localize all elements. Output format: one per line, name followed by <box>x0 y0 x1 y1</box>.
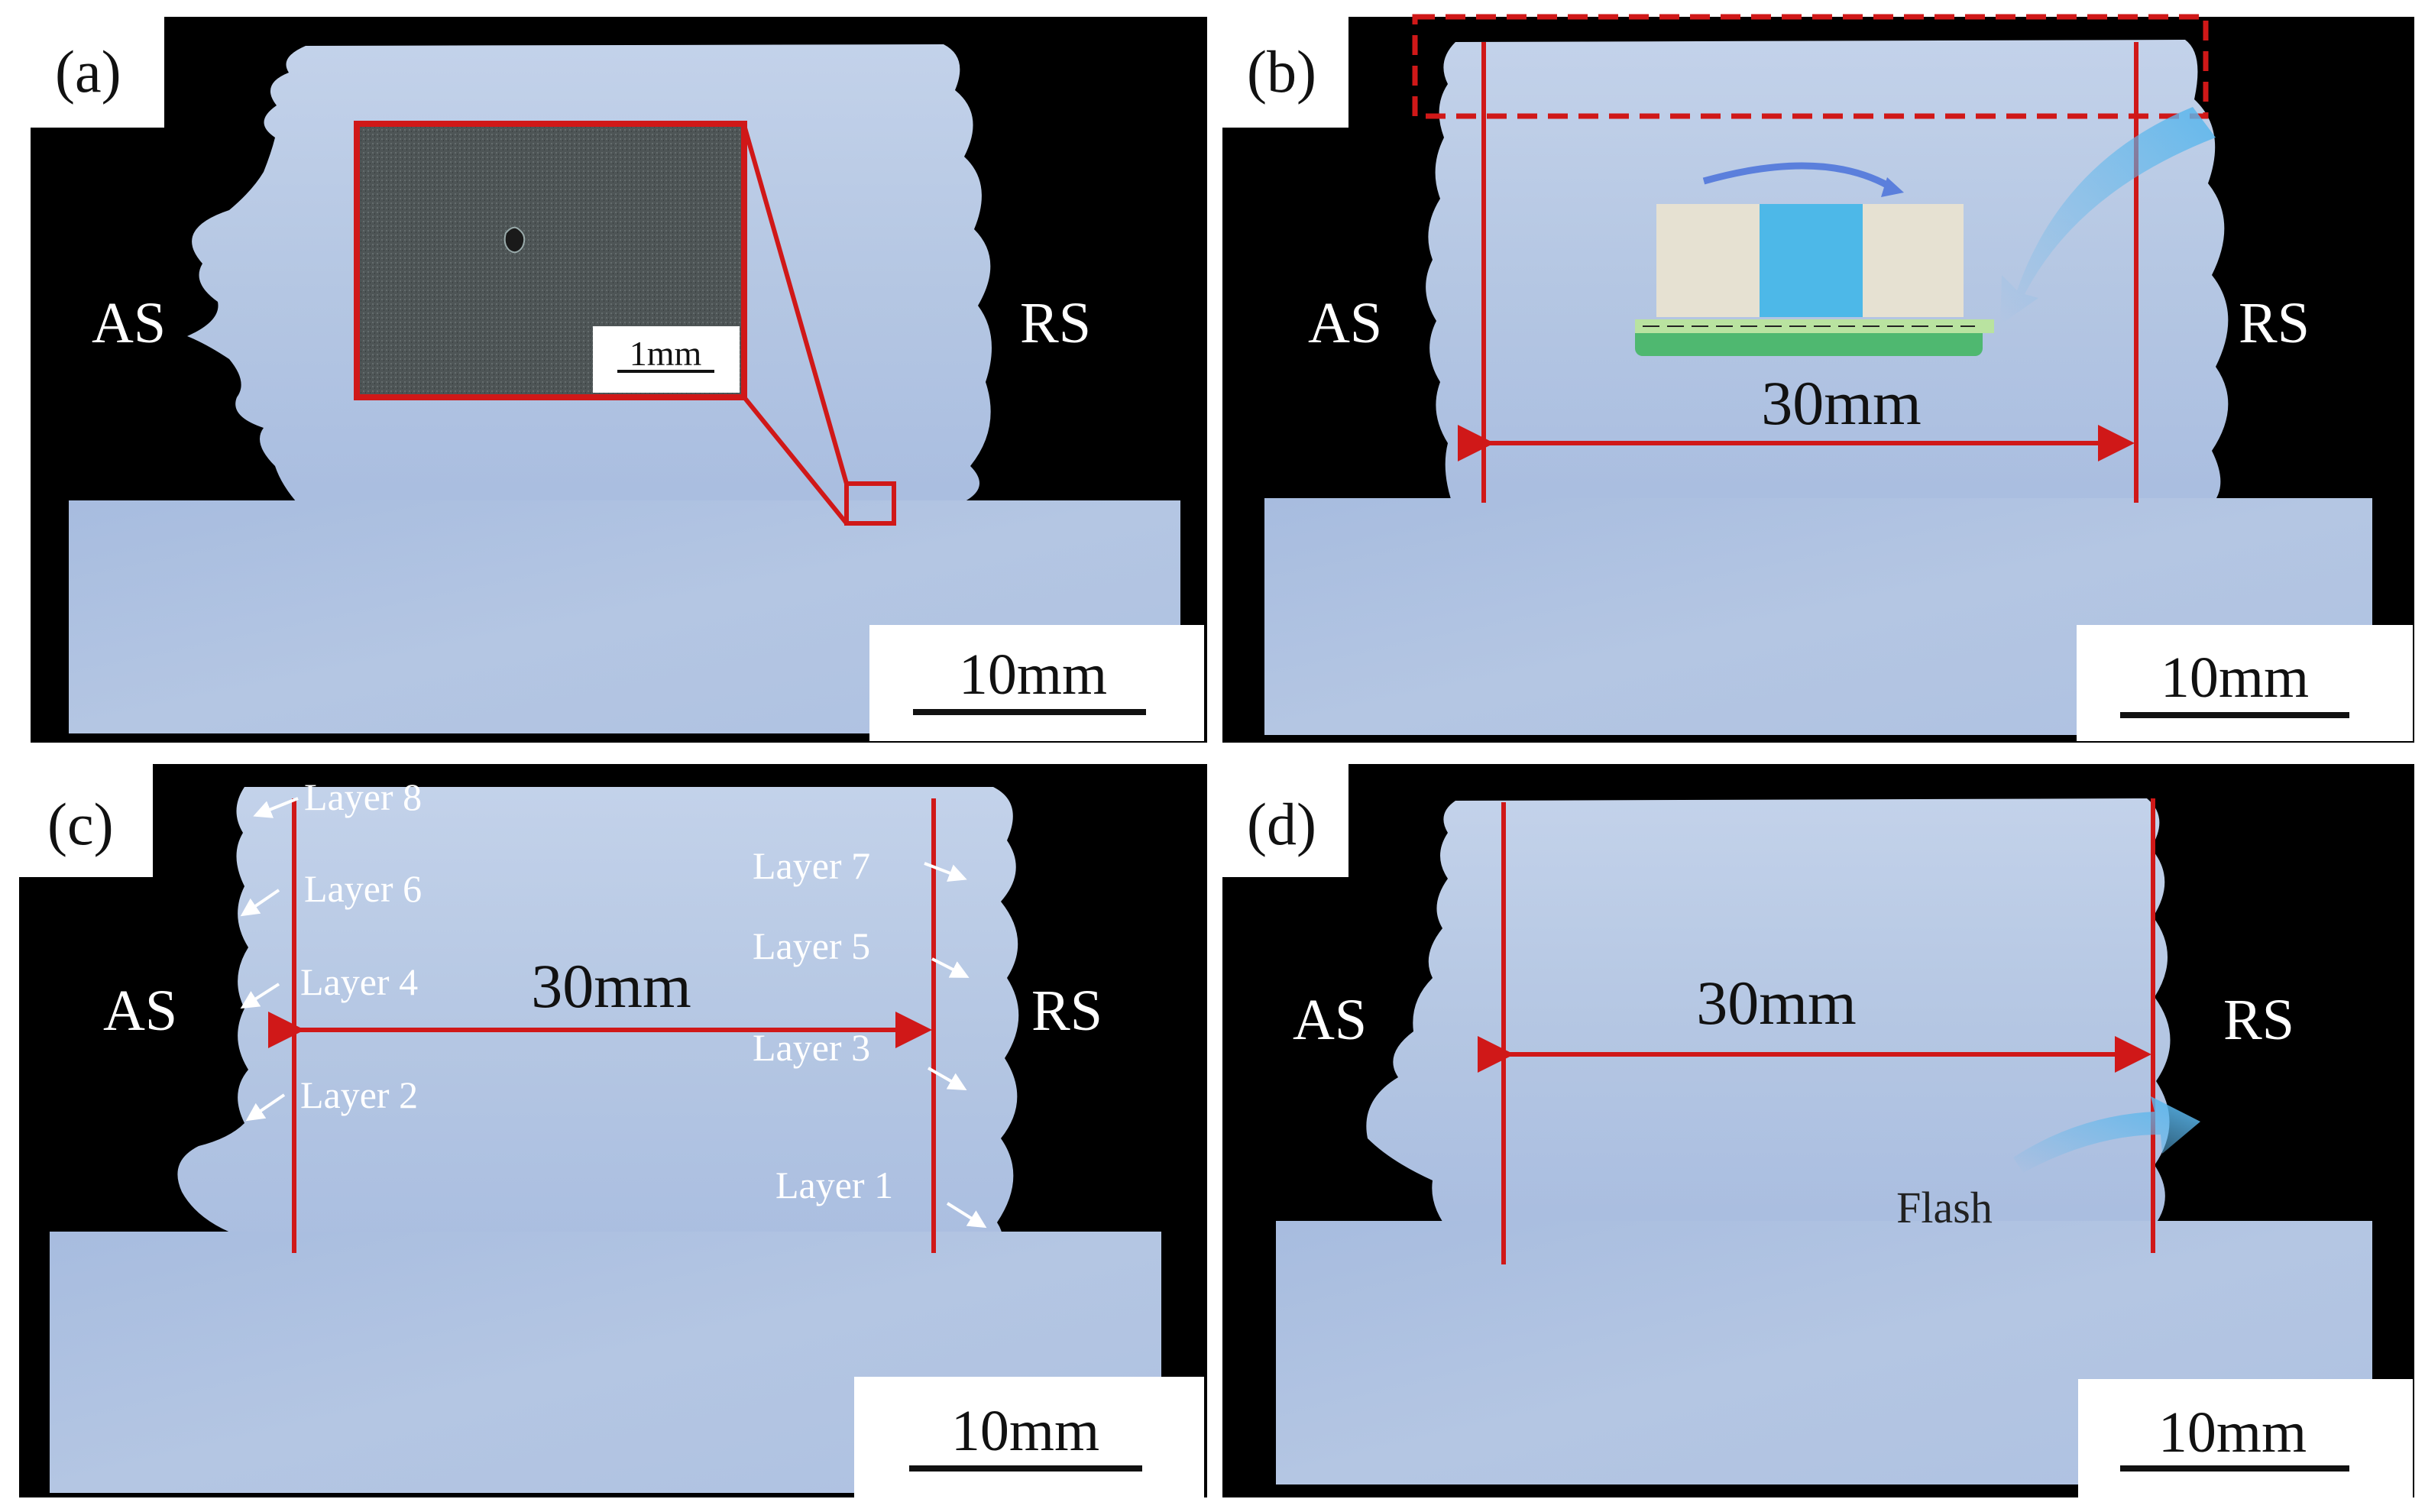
panel-a-side-right: RS <box>1020 291 1091 355</box>
panel-b-width-label: 30mm <box>1761 368 1922 438</box>
panel-d: 30mm Flash AS RS 10mm <box>1222 764 2414 1497</box>
panel-c-layer5-label: Layer 5 <box>753 924 870 967</box>
panel-c-width-label: 30mm <box>531 951 691 1021</box>
panel-a-side-left: AS <box>92 291 166 355</box>
panel-d-deposit <box>1366 798 2171 1234</box>
panel-c-layer1-arrow <box>946 1202 987 1229</box>
panel-c-side-right: RS <box>1031 979 1102 1043</box>
panel-d-width-label: 30mm <box>1696 968 1857 1038</box>
panel-c-layer8-label: Layer 8 <box>304 775 422 818</box>
panel-d-scale-label: 10mm <box>2158 1400 2307 1465</box>
panel-b-label-box <box>1222 17 1348 128</box>
panel-b-scale-box <box>2077 625 2413 741</box>
panel-c-layer6-label: Layer 6 <box>304 867 422 910</box>
panel-c-layer4-label: Layer 4 <box>300 960 418 1003</box>
panel-c-label: (c) <box>47 791 114 857</box>
panel-c-layer4-arrow <box>240 983 280 1009</box>
panel-d-side-right: RS <box>2223 988 2294 1052</box>
panel-c-layer3-arrow <box>928 1067 967 1090</box>
panel-c-layer7-label: Layer 7 <box>753 844 870 887</box>
panel-c-layer1-label: Layer 1 <box>775 1164 893 1206</box>
panel-c-layer5-arrow <box>931 957 970 978</box>
panel-b-flash-arrow <box>2000 107 2216 325</box>
panel-c-scale-box <box>854 1377 1204 1499</box>
panel-a-zoom-box <box>844 481 896 526</box>
panel-b-label: (b) <box>1247 38 1316 105</box>
panel-a-label: (a) <box>55 38 121 105</box>
panel-a-inset-scale-label: 1mm <box>630 334 702 373</box>
panel-b-side-left: AS <box>1308 291 1382 355</box>
panel-b-tool-shoulder-right <box>1863 204 1964 317</box>
panel-c-layer6-arrow <box>240 889 280 917</box>
panel-c-layer2-arrow <box>245 1093 286 1122</box>
panel-c-layer7-arrow <box>924 862 967 882</box>
panel-b: 30mm AS RS 10mm <box>1222 14 2414 743</box>
panel-a-scale-label: 10mm <box>959 643 1107 707</box>
panel-c-scale-label: 10mm <box>951 1399 1099 1463</box>
panel-c-side-left: AS <box>103 979 177 1043</box>
panel-c-layer2-label: Layer 2 <box>300 1073 418 1116</box>
panel-c: 30mm Layer 8 Layer 6 Layer 4 Layer 2 Lay… <box>19 764 1207 1499</box>
panel-b-side-right: RS <box>2239 291 2310 355</box>
panel-d-label-box <box>1222 764 1348 877</box>
panel-d-label: (d) <box>1247 791 1316 857</box>
panel-d-scale-box <box>2078 1379 2413 1497</box>
panel-d-flash-label: Flash <box>1896 1183 1993 1232</box>
panel-a: 1mm AS RS 10mm <box>31 17 1207 743</box>
panel-d-side-left: AS <box>1293 988 1367 1052</box>
panel-b-rotation-arrow <box>1702 162 1897 193</box>
panel-c-layer8-arrow <box>253 797 299 818</box>
panel-b-scale-label: 10mm <box>2161 646 2309 710</box>
panel-b-rotation-arrowhead <box>1881 177 1904 197</box>
panel-a-zoom-line-top <box>742 125 849 484</box>
panel-d-flash-arrow <box>2013 1096 2200 1173</box>
panel-a-label-box <box>31 17 164 128</box>
panel-a-zoom-line-bottom <box>742 396 849 525</box>
panel-b-tool-shoulder-left <box>1656 204 1760 317</box>
panel-c-layer3-label: Layer 3 <box>753 1026 870 1069</box>
panel-a-inset-scale-box <box>593 326 740 393</box>
panel-b-top-highlight-box <box>1412 14 2209 119</box>
panel-a-scale-box <box>869 625 1204 741</box>
panel-a-void-defect <box>503 226 526 254</box>
panel-b-tool-pin <box>1760 204 1863 317</box>
panel-c-label-box <box>19 764 153 877</box>
